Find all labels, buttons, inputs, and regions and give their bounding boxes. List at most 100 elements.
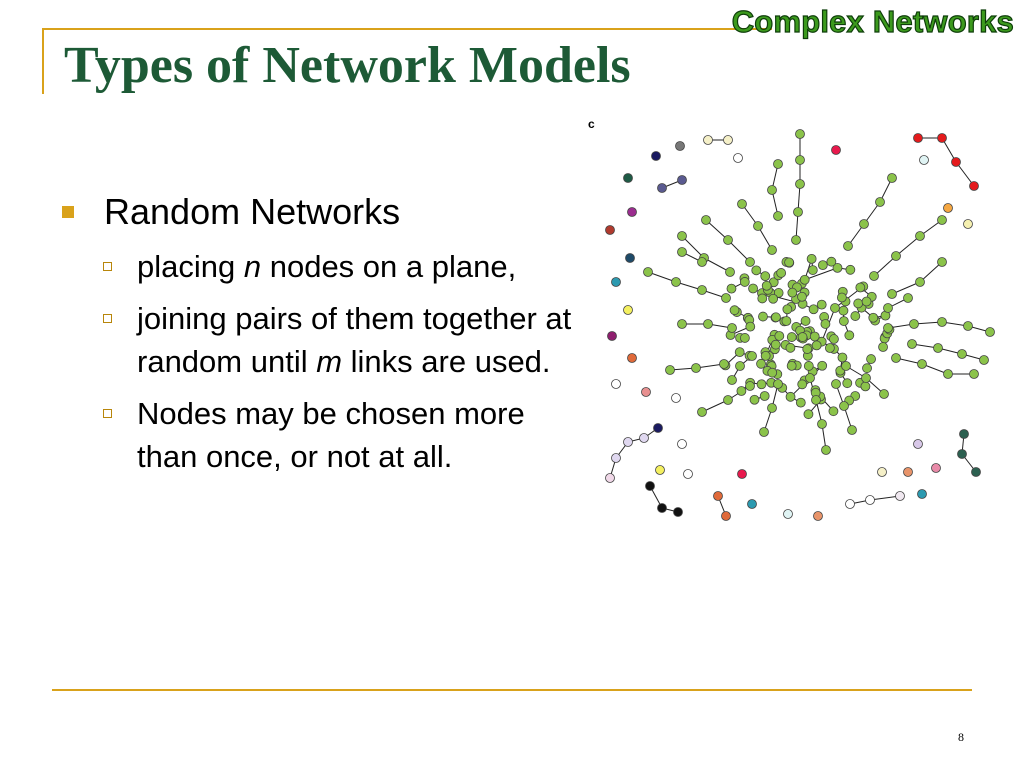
green-node bbox=[767, 245, 777, 255]
slide-title: Types of Network Models bbox=[64, 37, 631, 94]
green-node bbox=[771, 312, 781, 323]
isolated-node bbox=[651, 151, 661, 161]
green-node bbox=[737, 199, 747, 209]
green-node bbox=[795, 179, 805, 189]
green-node bbox=[781, 316, 792, 326]
green-node bbox=[734, 347, 745, 358]
green-node bbox=[735, 361, 745, 371]
green-node bbox=[786, 360, 797, 371]
green-node bbox=[805, 373, 815, 383]
isolated-node bbox=[931, 463, 941, 473]
isolated-node bbox=[713, 491, 723, 501]
green-node bbox=[807, 265, 818, 275]
green-node bbox=[957, 349, 967, 359]
green-node bbox=[937, 215, 947, 225]
green-node bbox=[643, 267, 653, 277]
isolated-node bbox=[943, 203, 953, 213]
green-node bbox=[785, 342, 796, 353]
green-node bbox=[726, 283, 737, 294]
green-node bbox=[760, 271, 771, 282]
square-bullet-icon bbox=[62, 206, 74, 218]
green-node bbox=[677, 231, 687, 241]
green-node bbox=[797, 379, 808, 390]
green-node bbox=[891, 353, 901, 363]
green-node bbox=[943, 369, 953, 379]
green-node bbox=[842, 378, 853, 389]
isolated-node bbox=[703, 135, 713, 145]
network-edge bbox=[727, 239, 751, 263]
title-accent-horizontal bbox=[42, 28, 772, 30]
green-node bbox=[937, 257, 947, 267]
isolated-node bbox=[913, 133, 923, 143]
isolated-node bbox=[625, 253, 635, 263]
isolated-node bbox=[623, 437, 633, 447]
green-node bbox=[937, 317, 947, 327]
green-node bbox=[786, 332, 797, 342]
isolated-node bbox=[645, 481, 655, 491]
sub-bullet-text: Nodes may be chosen more than once, or n… bbox=[137, 396, 525, 474]
green-node bbox=[751, 265, 762, 276]
green-node bbox=[811, 395, 821, 405]
green-node bbox=[830, 303, 840, 313]
green-node bbox=[903, 293, 913, 303]
hollow-square-bullet-icon bbox=[103, 409, 112, 418]
isolated-node bbox=[677, 175, 687, 185]
isolated-node bbox=[951, 157, 961, 167]
isolated-node bbox=[831, 145, 841, 155]
green-node bbox=[875, 197, 885, 207]
green-node bbox=[821, 445, 831, 455]
green-node bbox=[869, 271, 879, 281]
green-node bbox=[719, 359, 729, 369]
isolated-node bbox=[917, 489, 927, 499]
isolated-node bbox=[671, 393, 681, 403]
green-node bbox=[736, 386, 747, 396]
green-node bbox=[797, 332, 808, 342]
isolated-node bbox=[623, 173, 633, 183]
green-node bbox=[723, 395, 733, 405]
isolated-node bbox=[963, 219, 973, 229]
isolated-node bbox=[611, 277, 621, 287]
random-network-diagram: c bbox=[588, 117, 995, 521]
green-node bbox=[829, 334, 839, 344]
green-node bbox=[850, 311, 861, 321]
network-edge bbox=[804, 267, 838, 281]
green-node bbox=[862, 363, 872, 374]
sub-bullet-text: links are used. bbox=[342, 344, 551, 379]
isolated-node bbox=[903, 467, 913, 477]
green-node bbox=[677, 247, 687, 257]
green-node bbox=[701, 215, 711, 225]
title-accent-vertical bbox=[42, 28, 44, 94]
green-node bbox=[795, 397, 806, 408]
green-node bbox=[697, 285, 707, 295]
isolated-node bbox=[783, 509, 793, 519]
isolated-node bbox=[673, 507, 683, 517]
green-node bbox=[723, 235, 733, 245]
green-node bbox=[845, 264, 856, 275]
isolated-node bbox=[623, 305, 633, 315]
green-node bbox=[739, 277, 750, 287]
isolated-node bbox=[653, 423, 663, 433]
green-node bbox=[773, 211, 783, 221]
green-node bbox=[760, 350, 771, 361]
page-number: 8 bbox=[958, 730, 964, 744]
green-node bbox=[703, 319, 713, 329]
isolated-node bbox=[723, 135, 733, 145]
hollow-square-bullet-icon bbox=[103, 262, 112, 271]
green-node bbox=[809, 331, 820, 342]
isolated-node bbox=[639, 433, 649, 443]
green-node bbox=[784, 257, 794, 268]
green-node bbox=[756, 379, 767, 390]
footer-rule bbox=[52, 689, 972, 691]
isolated-node bbox=[611, 453, 621, 463]
bullet-random-networks-label: Random Networks bbox=[104, 191, 401, 232]
green-node bbox=[866, 354, 876, 364]
italic-variable: n bbox=[243, 249, 262, 284]
green-node bbox=[773, 159, 783, 169]
network-edge bbox=[681, 235, 705, 259]
green-node bbox=[729, 305, 740, 316]
green-node bbox=[759, 391, 770, 401]
green-node bbox=[791, 235, 801, 245]
isolated-node bbox=[913, 439, 923, 449]
green-node bbox=[761, 280, 772, 291]
green-node bbox=[677, 319, 687, 329]
